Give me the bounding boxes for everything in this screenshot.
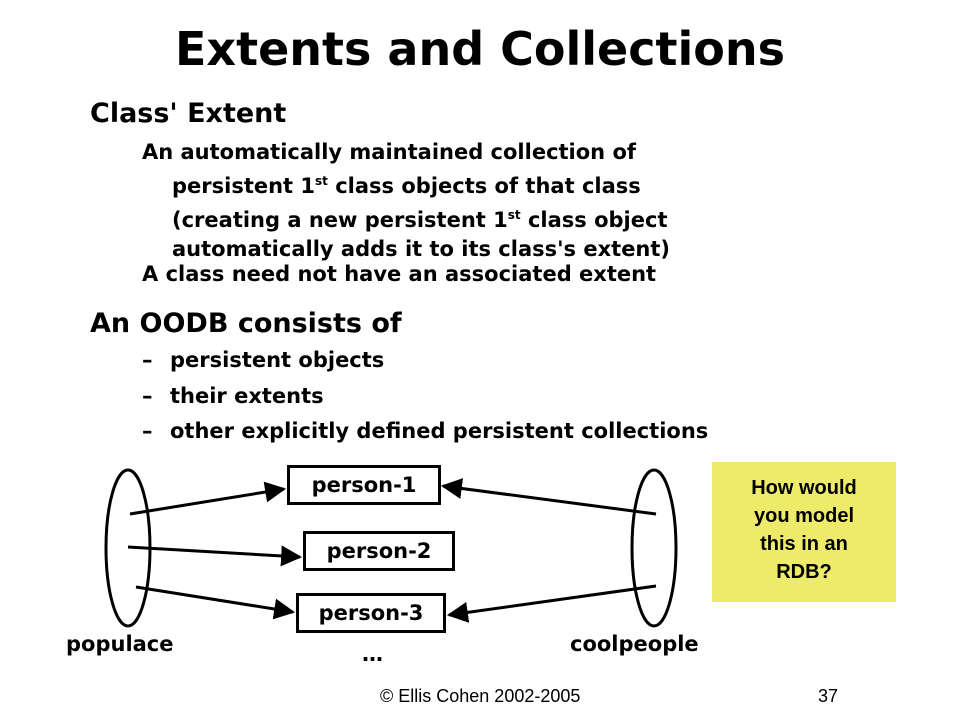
note-line: RDB? [776, 561, 832, 583]
description-line-2: persistent 1st class objects of that cla… [142, 167, 670, 201]
section-heading-oodb: An OODB consists of [90, 308, 402, 339]
note-line: you model [753, 505, 854, 527]
bullet-text: persistent objects [170, 348, 385, 372]
person-1-box: person-1 [287, 465, 441, 505]
coolpeople-label: coolpeople [570, 632, 699, 656]
dash-marker: – [142, 348, 153, 372]
description-line-3-sup: st [507, 208, 521, 222]
arrow-populace-person-1 [129, 481, 287, 516]
arrow-populace-person-2 [127, 545, 303, 567]
populace-label: populace [66, 632, 174, 656]
section-heading-class-extent: Class' Extent [90, 98, 287, 129]
copyright-footer: © Ellis Cohen 2002-2005 [380, 686, 581, 706]
description-line-4: automatically adds it to its class's ext… [172, 237, 671, 261]
slide-title: Extents and Collections [175, 22, 785, 76]
arrow-coolpeople-person-1 [440, 478, 657, 516]
person-2-box: person-2 [303, 531, 455, 571]
description-line-3-a: (creating a new persistent 1 [172, 208, 508, 232]
rdb-question-note: How would you model this in an RDB? [712, 462, 896, 602]
class-extent-description: An automatically maintained collection o… [142, 138, 670, 264]
description-line-3: (creating a new persistent 1st class obj… [142, 201, 670, 235]
bullet-item: –persistent objects [142, 348, 384, 372]
note-line: How would [751, 477, 857, 499]
description-line-1: An automatically maintained collection o… [142, 140, 637, 164]
dash-marker: – [142, 419, 153, 443]
arrow-populace-person-3 [135, 585, 296, 620]
bullet-item: –their extents [142, 384, 324, 408]
bullet-item: –other explicitly defined persistent col… [142, 419, 708, 443]
ellipsis-label: … [362, 642, 383, 666]
bullet-text: their extents [170, 384, 324, 408]
description-line-2-b: class objects of that class [327, 174, 641, 198]
description-line-2-sup: st [315, 174, 328, 188]
page-number: 37 [818, 686, 839, 706]
dash-marker: – [142, 384, 153, 408]
bullet-text: other explicitly defined persistent coll… [170, 419, 709, 443]
extent-optional-note: A class need not have an associated exte… [142, 262, 657, 286]
note-line: this in an [760, 533, 848, 555]
coolpeople-ellipse [630, 468, 678, 628]
arrow-coolpeople-person-3 [446, 584, 657, 623]
description-line-2-a: persistent 1 [172, 174, 316, 198]
description-line-3-b: class object [520, 208, 668, 232]
person-3-box: person-3 [296, 593, 446, 633]
